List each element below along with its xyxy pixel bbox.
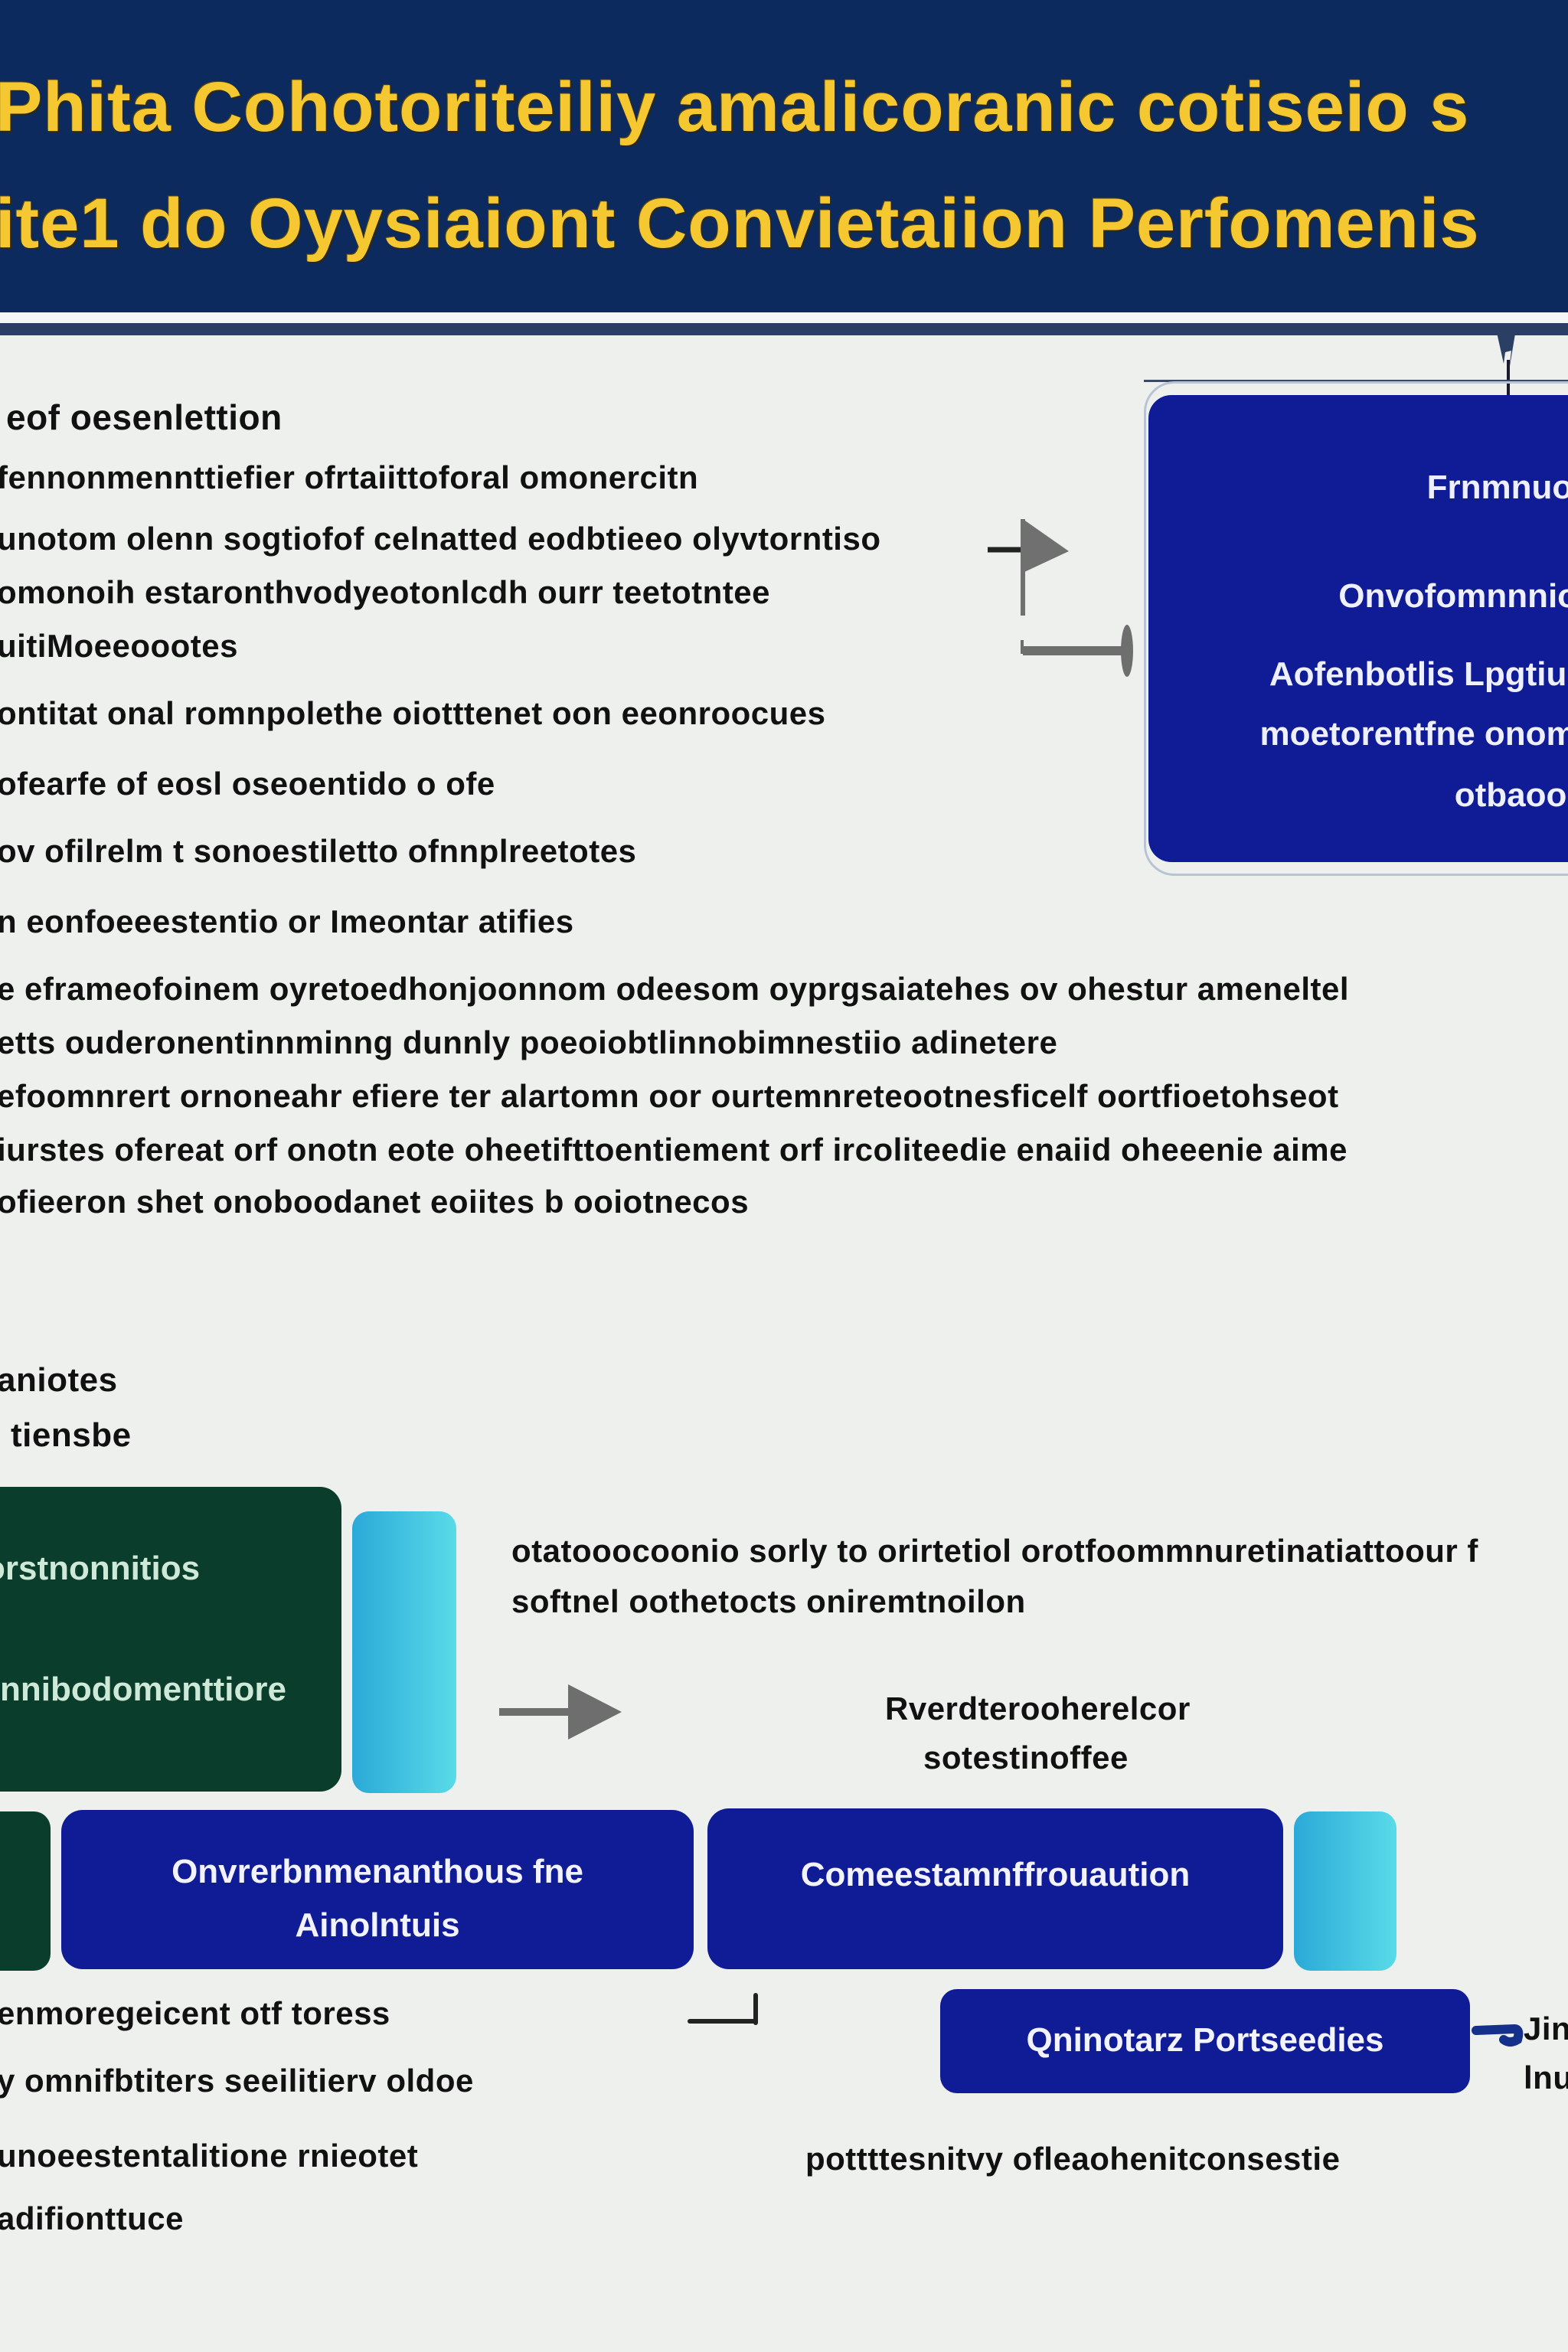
summary-box: Frnmnuostt Onvofomnnnioea Aofenbotlis Lp… — [1148, 395, 1568, 862]
arrow-right-icon — [499, 1684, 622, 1740]
process-box-3-line-1: Qninotarz Portseedies — [1026, 2021, 1384, 2059]
text-line: omonoih estaronthvodyeotonlcdh ourr teet… — [0, 574, 771, 610]
process-box-environment: Onvrerbnmenanthous fne Ainolntuis — [61, 1810, 694, 1969]
paragraph-line: iurstes ofereat orf onotn eote oheetiftt… — [0, 1132, 1348, 1168]
process-box-1-line-2: Ainolntuis — [295, 1906, 460, 1944]
header-divider-light — [0, 312, 1568, 323]
bottom-text-line: adifionttuce — [0, 2200, 184, 2236]
result-label-2: sotestinoffee — [923, 1740, 1129, 1775]
mid-label-2: tiensbe — [11, 1416, 132, 1454]
summary-line-4: moetorentfne onomnk — [1259, 715, 1568, 753]
title-line-2: ite1 do Oyysiaiont Convietaiion Perfomen… — [0, 185, 1480, 263]
process-box-1-line-1: Onvrerbnmenanthous fne — [172, 1853, 583, 1890]
result-label-1: Rverdterooherelcor — [885, 1690, 1191, 1726]
text-line: uitiMoeeoootes — [0, 628, 239, 664]
mid-description-line-1: otatooocoonio sorly to orirtetiol orotfo… — [511, 1533, 1478, 1569]
title-line-1: Phita Cohotoriteiliy amalicoranic cotise… — [0, 68, 1470, 146]
text-line: fennonmennttiefier ofrtaiittoforal omone… — [0, 459, 699, 495]
bottom-text-line: enmoregeicent otf toress — [0, 1995, 390, 2031]
header-connector-icon — [1496, 329, 1516, 398]
section-heading: eof oesenlettion — [6, 397, 283, 437]
green-box-line-2: nnibodomenttiore — [0, 1671, 286, 1708]
paragraph-line: efoomnrert ornoneahr efiere ter alartomn… — [0, 1078, 1339, 1114]
mid-label-1: aniotes — [0, 1361, 118, 1399]
elbow-connector-icon — [688, 1993, 758, 2025]
bottom-text-line: unoeestentalitione rnieotet — [0, 2138, 419, 2174]
side-label-2: lnu — [1524, 2060, 1568, 2096]
side-label-1: Jin — [1524, 2011, 1568, 2047]
summary-line-1: Frnmnuostt — [1426, 469, 1568, 506]
summary-line-3: Aofenbotlis Lpgtiume — [1269, 655, 1568, 693]
connector-line — [1144, 380, 1568, 382]
text-line: unotom olenn sogtiofof celnatted eodbtie… — [0, 521, 881, 557]
text-line: ov ofilrelm t sonoestiletto ofnnplreetot… — [0, 833, 637, 869]
paragraph-line: e eframeofoinem oyretoedhonjoonnom odees… — [0, 971, 1350, 1007]
bottom-caption: pottttesnitvy ofleaohenitconsestie — [805, 2141, 1341, 2177]
process-box-confirmation: Comeestamnffrouaution — [707, 1808, 1283, 1969]
paragraph-line: ofieeron shet onoboodanet eoiites b ooio… — [0, 1184, 750, 1220]
green-side-box — [0, 1811, 51, 1971]
summary-line-2: Onvofomnnnioea — [1338, 577, 1568, 615]
header-banner: Phita Cohotoriteiliy amalicoranic cotise… — [0, 0, 1568, 312]
bottom-text-line: y omnifbtiters seeilitierv oldoe — [0, 2063, 474, 2099]
green-box-line-1: orstnonnitios — [0, 1550, 201, 1587]
cyan-bar — [352, 1511, 456, 1793]
right-box-outline — [1144, 381, 1568, 876]
text-line: n eonfoeeestentio or Imeontar atifies — [0, 903, 574, 939]
mid-description-line-2: softnel oothetocts oniremtnoilon — [511, 1583, 1026, 1619]
cyan-side-bar — [1294, 1811, 1396, 1971]
arrow-right-icon — [988, 519, 1133, 677]
process-box-2-line-1: Comeestamnffrouaution — [800, 1856, 1191, 1893]
text-line: ofearfe of eosl oseoentido o ofe — [0, 766, 495, 802]
paragraph-line: etts ouderonentinnminng dunnly poeoiobtl… — [0, 1024, 1058, 1060]
green-process-box: orstnonnitios nnibodomenttiore — [0, 1487, 341, 1792]
connector-hook-icon — [1472, 2024, 1524, 2047]
summary-line-5: otbaoome — [1454, 776, 1568, 814]
process-box-outcome: Qninotarz Portseedies — [940, 1989, 1470, 2093]
text-line: ontitat onal romnpolethe oiotttenet oon … — [0, 695, 826, 731]
header-divider-dark — [0, 323, 1568, 335]
